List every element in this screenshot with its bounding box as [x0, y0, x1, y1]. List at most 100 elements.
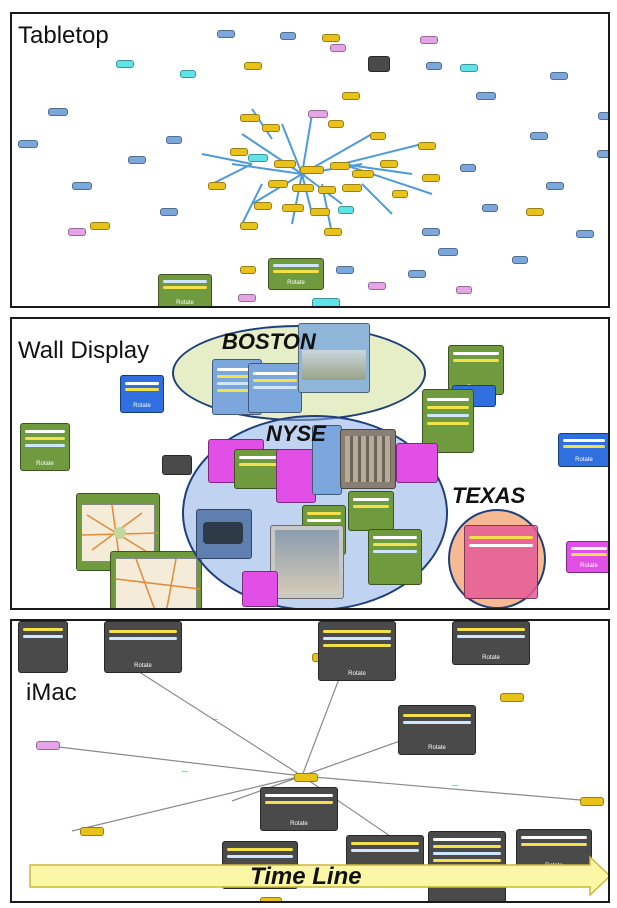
graph-node[interactable] — [370, 132, 386, 140]
rotate-button[interactable]: Rotate — [428, 745, 446, 751]
graph-node[interactable] — [438, 248, 458, 256]
graph-node[interactable] — [208, 182, 226, 190]
graph-node[interactable] — [274, 160, 296, 168]
graph-node[interactable] — [310, 208, 330, 216]
graph-node[interactable] — [36, 741, 60, 750]
rotate-button[interactable]: Rotate — [134, 663, 152, 669]
graph-node[interactable] — [260, 897, 282, 901]
graph-node[interactable] — [342, 184, 362, 192]
graph-node[interactable] — [282, 204, 304, 212]
document-card[interactable] — [18, 621, 68, 673]
document-card[interactable] — [248, 363, 302, 413]
document-card[interactable]: Rotate — [398, 705, 476, 755]
graph-node[interactable] — [597, 150, 608, 158]
graph-node[interactable] — [420, 36, 438, 44]
document-card[interactable]: Rotate — [20, 423, 70, 471]
document-card[interactable] — [464, 525, 538, 599]
rotate-button[interactable]: Rotate — [36, 461, 54, 467]
graph-node[interactable] — [530, 132, 548, 140]
graph-node[interactable] — [546, 182, 564, 190]
graph-node[interactable] — [254, 202, 272, 210]
document-card[interactable] — [162, 455, 192, 475]
graph-node[interactable] — [330, 162, 350, 170]
graph-node[interactable] — [456, 286, 472, 294]
photo-card[interactable] — [270, 525, 344, 599]
graph-node[interactable] — [240, 114, 260, 122]
graph-node[interactable] — [422, 228, 440, 236]
graph-node[interactable] — [426, 62, 442, 70]
rotate-button[interactable]: Rotate — [133, 403, 151, 409]
graph-node[interactable] — [217, 30, 235, 38]
graph-node[interactable] — [294, 773, 318, 782]
photo-card[interactable] — [196, 509, 252, 559]
document-card[interactable] — [276, 449, 316, 503]
graph-node[interactable] — [90, 222, 110, 230]
document-card[interactable]: Rotate — [268, 258, 324, 290]
graph-node[interactable] — [460, 64, 478, 72]
graph-node[interactable] — [328, 120, 344, 128]
graph-node[interactable] — [482, 204, 498, 212]
graph-node[interactable] — [244, 62, 262, 70]
graph-node[interactable] — [324, 228, 342, 236]
graph-node[interactable] — [526, 208, 544, 216]
graph-node[interactable] — [180, 70, 196, 78]
rotate-button[interactable]: Rotate — [580, 563, 598, 569]
document-card[interactable]: Rotate — [158, 274, 212, 306]
graph-node[interactable] — [280, 32, 296, 40]
graph-node[interactable] — [72, 182, 92, 190]
graph-node[interactable] — [342, 92, 360, 100]
rotate-button[interactable]: Rotate — [287, 280, 305, 286]
graph-node[interactable] — [422, 174, 440, 182]
graph-node[interactable] — [338, 206, 354, 214]
document-card[interactable]: Rotate — [566, 541, 608, 573]
graph-node[interactable] — [240, 266, 256, 274]
graph-node[interactable] — [392, 190, 408, 198]
photo-card[interactable] — [340, 429, 396, 489]
graph-node[interactable] — [318, 186, 336, 194]
graph-node[interactable] — [330, 44, 346, 52]
rotate-button[interactable]: Rotate — [348, 671, 366, 677]
photo-card[interactable] — [298, 323, 370, 393]
document-card[interactable]: Rotate — [260, 787, 338, 831]
rotate-button[interactable]: Rotate — [290, 821, 308, 827]
rotate-button[interactable]: Rotate — [482, 655, 500, 661]
graph-node[interactable] — [128, 156, 146, 164]
document-card[interactable]: Rotate — [318, 621, 396, 681]
document-card[interactable]: Rotate — [452, 621, 530, 665]
graph-node[interactable] — [240, 222, 258, 230]
graph-node[interactable] — [368, 282, 386, 290]
graph-node[interactable] — [268, 180, 288, 188]
rotate-button[interactable]: Rotate — [575, 457, 593, 463]
graph-node[interactable] — [166, 136, 182, 144]
graph-node[interactable] — [160, 208, 178, 216]
graph-node[interactable] — [68, 228, 86, 236]
graph-node[interactable] — [18, 140, 38, 148]
document-card[interactable] — [234, 449, 284, 489]
graph-node[interactable] — [48, 108, 68, 116]
graph-node[interactable] — [238, 294, 256, 302]
graph-node[interactable] — [418, 142, 436, 150]
graph-node[interactable] — [476, 92, 496, 100]
photo-card[interactable] — [312, 425, 342, 495]
document-card[interactable]: Rotate — [558, 433, 608, 467]
graph-node[interactable] — [460, 164, 476, 172]
document-card[interactable] — [396, 443, 438, 483]
graph-node[interactable] — [308, 110, 328, 118]
rotate-button[interactable]: Rotate — [176, 300, 194, 306]
graph-node[interactable] — [512, 256, 528, 264]
graph-node[interactable] — [500, 693, 524, 702]
document-card[interactable] — [422, 389, 474, 453]
graph-node[interactable] — [248, 154, 268, 162]
graph-node[interactable] — [408, 270, 426, 278]
graph-node[interactable] — [80, 827, 104, 836]
graph-node[interactable] — [352, 170, 374, 178]
graph-node[interactable] — [230, 148, 248, 156]
graph-node[interactable] — [580, 797, 604, 806]
document-card[interactable] — [348, 491, 394, 531]
map-card[interactable] — [110, 551, 202, 608]
document-card[interactable]: Rotate — [104, 621, 182, 673]
graph-node[interactable] — [300, 166, 324, 174]
document-card[interactable] — [242, 571, 278, 607]
graph-node[interactable] — [116, 60, 134, 68]
graph-node[interactable] — [598, 112, 608, 120]
